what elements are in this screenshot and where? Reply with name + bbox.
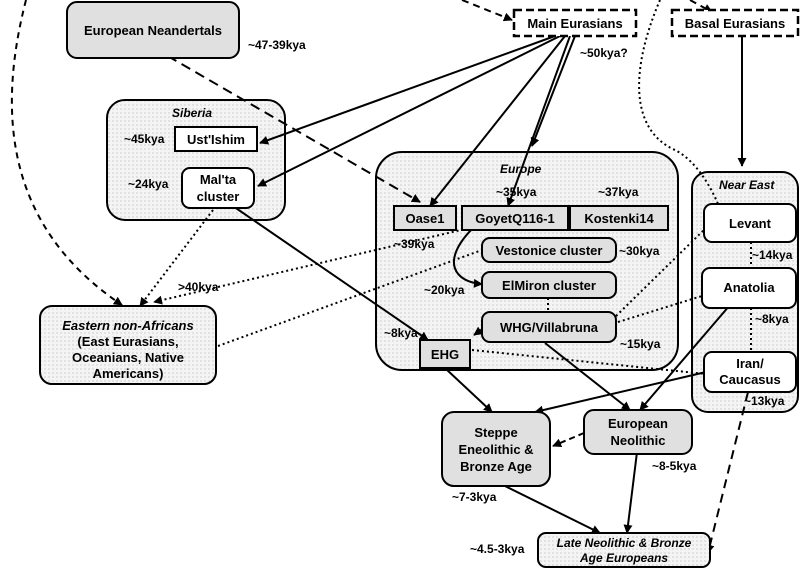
edge-malta-to-ehg	[229, 203, 429, 341]
svg-text:(East Eurasians,: (East Eurasians,	[77, 334, 178, 349]
edge-main-to-goyet	[506, 35, 571, 207]
time-labels: ~47-39kya ~50kya? ~45kya ~24kya ~35kya ~…	[124, 38, 793, 556]
edge-steppe-to-late	[504, 485, 601, 534]
svg-text:European Neandertals: European Neandertals	[84, 23, 222, 38]
node-whg: WHG/Villabruna	[481, 311, 617, 343]
node-ehg: EHG	[419, 339, 471, 369]
time-late: ~4.5-3kya	[470, 542, 525, 556]
svg-text:Late Neolithic & Bronze: Late Neolithic & Bronze	[557, 536, 692, 550]
svg-text:Americans): Americans)	[93, 366, 164, 381]
svg-text:Vestonice cluster: Vestonice cluster	[496, 243, 603, 258]
svg-text:WHG/Villabruna: WHG/Villabruna	[500, 320, 599, 335]
edge-topleft-to-main	[461, 0, 513, 22]
edge-main-to-oase	[429, 35, 566, 207]
node-late-neolithic: Late Neolithic & Bronze Age Europeans	[537, 532, 711, 568]
svg-text:Levant: Levant	[729, 216, 772, 231]
node-kostenki: Kostenki14	[569, 205, 669, 231]
edge-main-to-ustishim	[259, 35, 556, 145]
svg-text:Basal Eurasians: Basal Eurasians	[685, 16, 785, 31]
svg-text:Neolithic: Neolithic	[611, 433, 666, 448]
node-levant: Levant	[703, 203, 797, 243]
time-eastern: >40kya	[178, 280, 219, 294]
near-east-label: Near East	[719, 178, 775, 192]
svg-text:ElMiron cluster: ElMiron cluster	[502, 278, 596, 293]
time-kostenki: ~37kya	[598, 185, 639, 199]
time-anatolia: ~8kya	[755, 312, 789, 326]
edge-dotted-vestonice-to-eastern	[153, 225, 479, 305]
svg-text:Ust'Ishim: Ust'Ishim	[187, 132, 245, 147]
edge-left-arc-to-eastern	[10, 0, 123, 306]
time-iran: ~13kya	[744, 394, 785, 408]
svg-text:Oceanians, Native: Oceanians, Native	[72, 350, 184, 365]
svg-text:Iran/: Iran/	[736, 356, 764, 371]
node-eastern-non-africans: Eastern non-Africans (East Eurasians, Oc…	[39, 305, 217, 385]
svg-text:EHG: EHG	[431, 347, 459, 362]
svg-text:cluster: cluster	[197, 189, 240, 204]
node-iran-caucasus: Iran/ Caucasus	[703, 351, 797, 393]
svg-text:Eneolithic &: Eneolithic &	[458, 442, 533, 457]
time-whg: ~15kya	[620, 337, 661, 351]
node-anatolia: Anatolia	[701, 267, 797, 309]
edge-iran-to-late	[705, 391, 749, 554]
node-goyet: GoyetQ116-1	[461, 205, 569, 231]
svg-text:Steppe: Steppe	[474, 425, 517, 440]
node-steppe: Steppe Eneolithic & Bronze Age	[441, 411, 551, 487]
svg-text:Age Europeans: Age Europeans	[579, 551, 668, 565]
edge-anatolia-to-neolithic	[639, 304, 731, 411]
node-malta-cluster: Mal'ta cluster	[181, 167, 255, 209]
node-ust-ishim: Ust'Ishim	[174, 126, 258, 152]
edge-neolithic-to-late	[623, 451, 638, 534]
edge-neolithic-to-steppe	[552, 432, 585, 448]
node-basal-eurasians: Basal Eurasians	[670, 8, 800, 38]
edge-main-to-malta	[257, 35, 561, 187]
time-main-eurasians: ~50kya?	[580, 46, 628, 60]
svg-text:GoyetQ116-1: GoyetQ116-1	[475, 211, 555, 226]
edge-ehg-to-steppe	[445, 368, 493, 413]
edge-iran-to-steppe	[534, 371, 707, 415]
time-levant: ~14kya	[752, 248, 793, 262]
svg-text:Caucasus: Caucasus	[719, 372, 780, 387]
edge-goyet-to-elmiron	[452, 228, 483, 288]
time-neolithic: ~8-5kya	[652, 459, 697, 473]
svg-text:Mal'ta: Mal'ta	[200, 172, 237, 187]
time-malta: ~24kya	[128, 177, 169, 191]
edge-dotted-whg-levant	[615, 225, 709, 317]
edge-dotted-eastern-to-whg	[217, 249, 483, 347]
node-elmiron: ElMiron cluster	[481, 271, 617, 299]
edge-dotted-malta-to-eastern	[139, 209, 214, 307]
svg-text:Eastern non-Africans: Eastern non-Africans	[62, 318, 193, 333]
svg-text:Oase1: Oase1	[405, 211, 444, 226]
svg-text:Bronze Age: Bronze Age	[460, 459, 532, 474]
edge-main-to-europe	[530, 35, 576, 147]
node-oase1: Oase1	[393, 205, 457, 231]
edges	[10, 0, 752, 554]
edge-dotted-arc-to-levant	[638, 0, 719, 205]
time-steppe: ~7-3kya	[452, 490, 497, 504]
node-european-neolithic: European Neolithic	[583, 409, 693, 455]
time-elmiron: ~20kya	[424, 283, 465, 297]
svg-text:Main Eurasians: Main Eurasians	[527, 16, 622, 31]
edge-whg-to-neolithic	[544, 342, 631, 411]
node-european-neandertals: European Neandertals	[66, 1, 240, 59]
time-ust-ishim: ~45kya	[124, 132, 165, 146]
node-main-eurasians: Main Eurasians	[512, 8, 638, 38]
siberia-label: Siberia	[172, 106, 212, 120]
svg-text:European: European	[608, 416, 668, 431]
edge-top-to-basal	[689, 0, 713, 13]
svg-text:Anatolia: Anatolia	[723, 280, 775, 295]
time-vestonice: ~30kya	[619, 244, 660, 258]
svg-text:Kostenki14: Kostenki14	[584, 211, 654, 226]
node-vestonice: Vestonice cluster	[481, 237, 617, 263]
time-goyet: ~35kya	[496, 185, 537, 199]
time-oase: ~39kya	[394, 237, 435, 251]
edge-dotted-ehg-iran	[471, 349, 707, 375]
edge-neandertal-to-oase	[139, 39, 421, 203]
time-neandertals: ~47-39kya	[248, 38, 306, 52]
time-ehg: ~8kya	[384, 326, 418, 340]
